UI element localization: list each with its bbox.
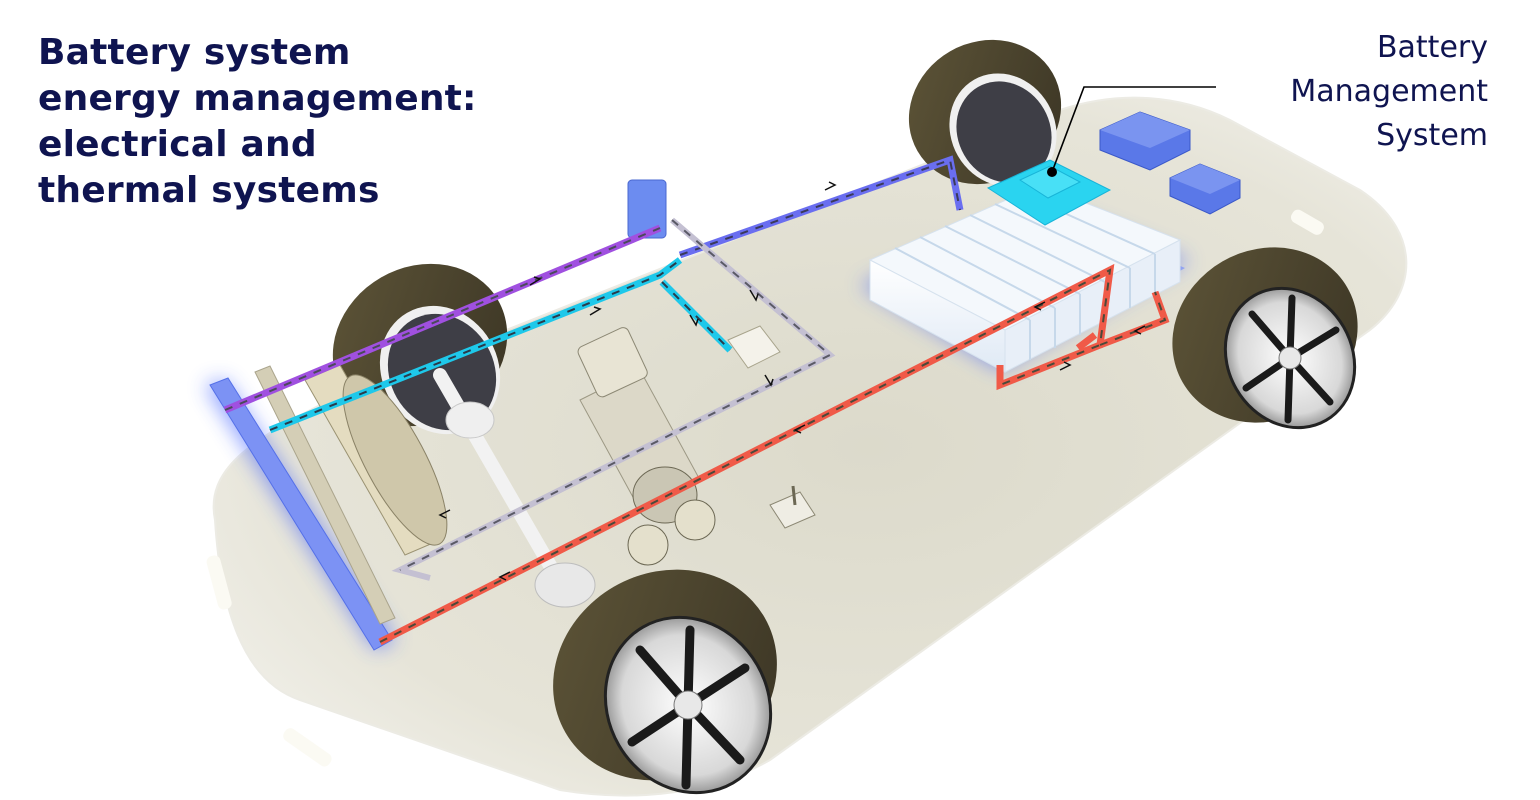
condenser <box>254 365 396 625</box>
wheel-rear-right <box>1172 247 1358 430</box>
bms-callout-label: Battery Management System <box>1290 26 1488 158</box>
diagram-title: Battery system energy management: electr… <box>38 30 477 214</box>
callout-line-3: System <box>1376 118 1488 153</box>
title-line-4: thermal systems <box>38 170 380 211</box>
purple-loop <box>223 224 662 414</box>
sensor-unit <box>769 485 816 529</box>
title-line-1: Battery system <box>38 32 351 73</box>
battery-management-module <box>986 159 1112 226</box>
heat-exchanger-valve <box>627 179 667 239</box>
callout-line-1: Battery <box>1376 30 1488 65</box>
callout-leader-line <box>1051 86 1216 173</box>
title-line-2: energy management: <box>38 78 477 119</box>
electric-motor <box>577 327 716 566</box>
drive-shaft <box>433 368 596 608</box>
power-electronics-boxes <box>1099 111 1241 215</box>
wheel-front-right <box>553 569 777 795</box>
chiller-unit <box>727 325 781 369</box>
callout-line-2: Management <box>1290 74 1488 109</box>
front-radiator <box>205 377 395 651</box>
thermal-circuits <box>223 155 1170 646</box>
title-line-3: electrical and <box>38 124 317 165</box>
wheel-rear-left <box>908 39 1062 187</box>
